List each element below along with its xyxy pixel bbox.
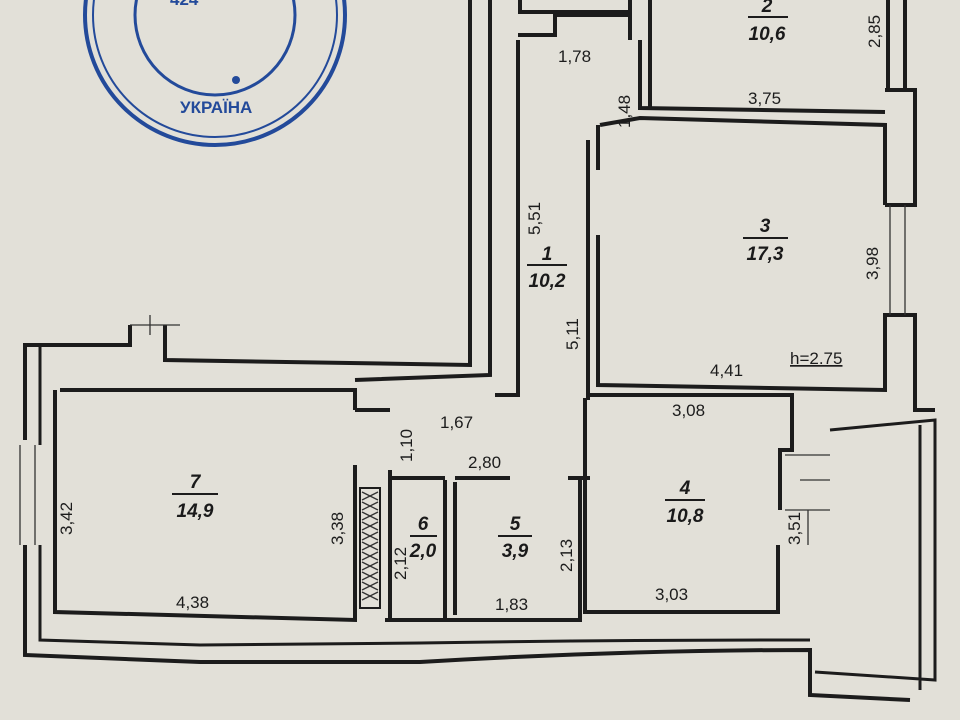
svg-text:7: 7 [190, 472, 202, 493]
svg-text:2,0: 2,0 [409, 541, 437, 562]
stamp-star-icon [232, 76, 240, 84]
svg-text:10,6: 10,6 [749, 24, 786, 45]
dim-3-42: 3,42 [57, 502, 76, 535]
svg-text:10,2: 10,2 [529, 271, 566, 292]
dim-3-03: 3,03 [655, 585, 688, 604]
room-5: 5 3,9 [498, 514, 532, 562]
dim-3-08: 3,08 [672, 401, 705, 420]
dim-1-10: 1,10 [397, 429, 416, 462]
svg-text:4: 4 [679, 478, 691, 499]
dim-1-78: 1,78 [558, 47, 591, 66]
dim-3-51: 3,51 [785, 512, 804, 545]
dim-4-41: 4,41 [710, 361, 743, 380]
svg-text:14,9: 14,9 [177, 501, 214, 522]
svg-text:1: 1 [542, 244, 553, 265]
room-4: 4 10,8 [665, 478, 705, 527]
dim-1-67: 1,67 [440, 413, 473, 432]
walls [19, 0, 937, 702]
svg-text:3,9: 3,9 [502, 541, 529, 562]
room-3: 3 17,3 [743, 216, 788, 265]
dim-3-98: 3,98 [863, 247, 882, 280]
dim-3-38: 3,38 [328, 512, 347, 545]
dim-2-85: 2,85 [865, 15, 884, 48]
dim-2-13: 2,13 [557, 539, 576, 572]
stamp-country: УКРАЇНА [180, 98, 252, 117]
room-6: 6 2,0 [409, 514, 437, 562]
stamp-code: 424 [170, 0, 199, 9]
dim-5-51: 5,51 [525, 202, 544, 235]
svg-text:3: 3 [760, 216, 771, 237]
svg-text:2: 2 [761, 0, 773, 17]
svg-text:10,8: 10,8 [667, 506, 704, 527]
svg-text:6: 6 [418, 514, 429, 535]
dim-1-83: 1,83 [495, 595, 528, 614]
room-1: 1 10,2 [527, 244, 567, 292]
dim-2-12: 2,12 [391, 547, 410, 580]
dim-2-80: 2,80 [468, 453, 501, 472]
room-2: 2 10,6 [748, 0, 788, 45]
dim-1-48: 1,48 [615, 95, 634, 128]
room-7: 7 14,9 [172, 472, 218, 522]
svg-text:5: 5 [510, 514, 521, 535]
dim-5-11: 5,11 [563, 318, 582, 350]
dim-3-75: 3,75 [748, 89, 781, 108]
svg-text:17,3: 17,3 [747, 244, 784, 265]
ceiling-height: h=2.75 [790, 349, 842, 368]
dimension-labels: 1,78 1,48 3,75 2,85 5,51 5,11 3,98 4,41 … [57, 15, 884, 614]
stamp: 424 УКРАЇНА [83, 0, 347, 147]
dim-4-38: 4,38 [176, 593, 209, 612]
